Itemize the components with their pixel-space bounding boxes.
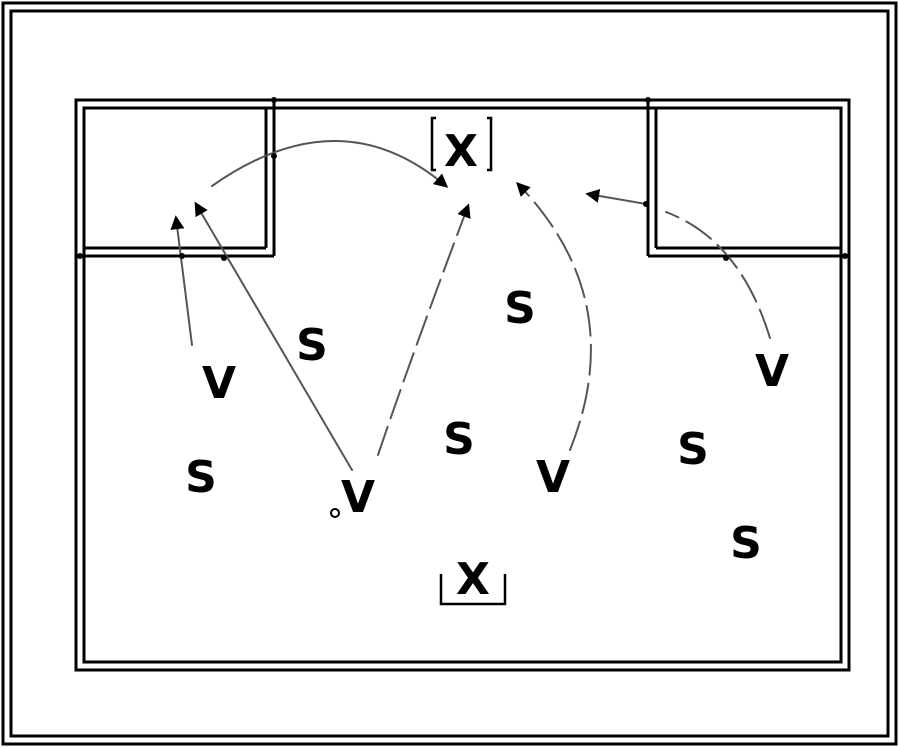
court-inner-line bbox=[82, 106, 843, 664]
player-s-bottom-right: S bbox=[730, 518, 762, 569]
left-area-box bbox=[76, 100, 276, 258]
arrow-dots bbox=[179, 153, 729, 261]
junction-dots bbox=[77, 97, 848, 259]
player-s-left-center: S bbox=[296, 320, 328, 371]
player-s-center: S bbox=[443, 414, 475, 465]
player-v-right: V bbox=[755, 346, 789, 397]
player-v-left: V bbox=[202, 358, 236, 409]
target-x-bottom: X bbox=[456, 554, 490, 605]
arrow-right-v-dashed-curve bbox=[516, 181, 592, 451]
player-s-left: S bbox=[185, 452, 217, 503]
target-x-top: X bbox=[444, 126, 478, 177]
inner-frame bbox=[9, 9, 890, 738]
arrow-pass-arc bbox=[211, 140, 449, 188]
arrow-center-v-diagonal bbox=[194, 201, 353, 471]
player-s-top-center: S bbox=[504, 283, 536, 334]
player-s-right: S bbox=[677, 424, 709, 475]
arrow-right-box-short bbox=[585, 189, 647, 205]
arrow-center-v-dashed bbox=[377, 203, 471, 456]
target-bracket-top bbox=[430, 116, 493, 172]
right-area-box bbox=[646, 100, 849, 258]
ball-icon bbox=[330, 508, 340, 518]
player-v-right-center: V bbox=[536, 452, 570, 503]
arrow-right-v-dashed bbox=[665, 211, 771, 339]
target-bracket-bottom bbox=[439, 574, 507, 606]
arrow-left-v-run bbox=[170, 215, 193, 346]
movement-arrows bbox=[170, 140, 771, 471]
markers: X X V V V V S S S S S S bbox=[185, 126, 789, 605]
player-v-center: V bbox=[341, 472, 375, 523]
court-outer-line bbox=[74, 98, 851, 672]
